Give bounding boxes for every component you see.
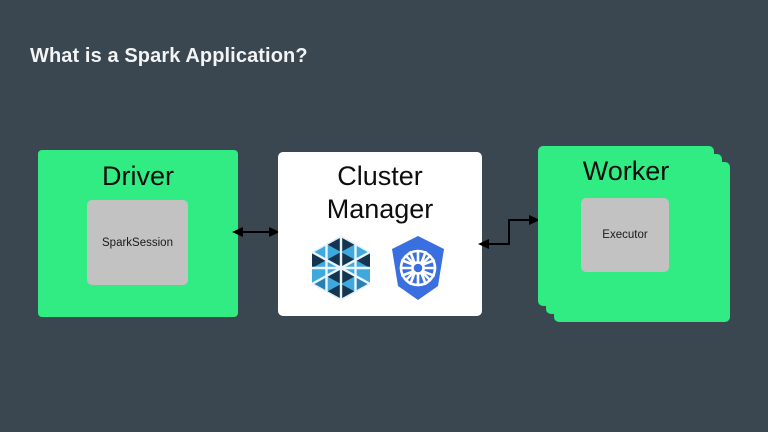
worker-node-title: Worker [582, 156, 670, 186]
cluster-manager-node-title: Cluster Manager [278, 160, 482, 226]
cluster-manager-logos [278, 232, 482, 304]
sparksession-label: SparkSession [102, 236, 173, 249]
page-title: What is a Spark Application? [30, 45, 308, 67]
diagram-node-cluster-manager: Cluster Manager [278, 152, 482, 316]
worker-card-front: Worker Executor [538, 146, 714, 306]
diagram-node-driver: Driver SparkSession [38, 150, 238, 317]
connector-driver-cluster [232, 222, 280, 247]
apache-mesos-logo [312, 236, 370, 300]
kubernetes-logo [392, 236, 444, 300]
executor-box: Executor [581, 198, 669, 272]
diagram-node-worker: Worker Executor [538, 146, 730, 322]
executor-label: Executor [602, 229, 648, 241]
driver-node-title: Driver [102, 161, 174, 191]
cluster-manager-title-line-2: Manager [326, 194, 434, 224]
cluster-manager-title-line-1: Cluster [337, 161, 423, 191]
connector-cluster-worker [478, 206, 540, 263]
sparksession-box: SparkSession [87, 200, 188, 285]
